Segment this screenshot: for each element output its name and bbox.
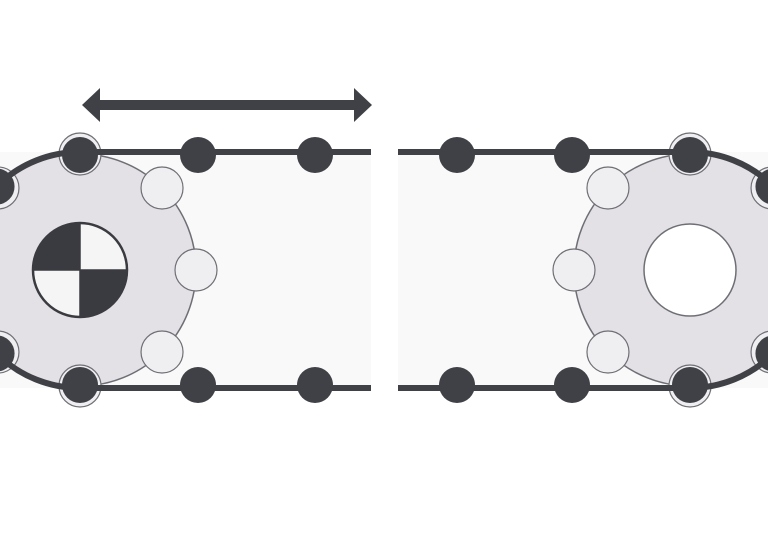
belt-tooth (62, 367, 98, 403)
belt-tooth (672, 367, 708, 403)
belt-tooth (62, 137, 98, 173)
belt-tooth (297, 367, 333, 403)
belt-tooth (0, 335, 15, 372)
marker-quadrant-dark (33, 223, 80, 270)
hub-hole (643, 223, 737, 317)
belt-tooth (439, 367, 475, 403)
left-belt-section (0, 132, 371, 408)
wheel-pocket (140, 330, 184, 374)
belt (0, 149, 371, 391)
right-belt-section (398, 132, 768, 408)
belt-tooth (439, 137, 475, 173)
marker-quadrant-dark (80, 270, 127, 317)
wheel-pocket (586, 330, 630, 374)
wheel-pocket (586, 166, 630, 210)
double-arrow-icon (82, 88, 372, 122)
belt-tooth (554, 137, 590, 173)
belt-tooth (180, 137, 216, 173)
belt-tooth (755, 336, 768, 371)
belt-tooth (672, 137, 708, 173)
belt (398, 149, 768, 391)
belt-tooth (0, 168, 15, 205)
wheel-pocket (174, 248, 218, 292)
wheel-pocket (140, 166, 184, 210)
belt-tooth (755, 169, 768, 204)
belt-tooth (554, 367, 590, 403)
belt-tooth (180, 367, 216, 403)
belt-tooth (297, 137, 333, 173)
wheel-pocket (552, 248, 596, 292)
